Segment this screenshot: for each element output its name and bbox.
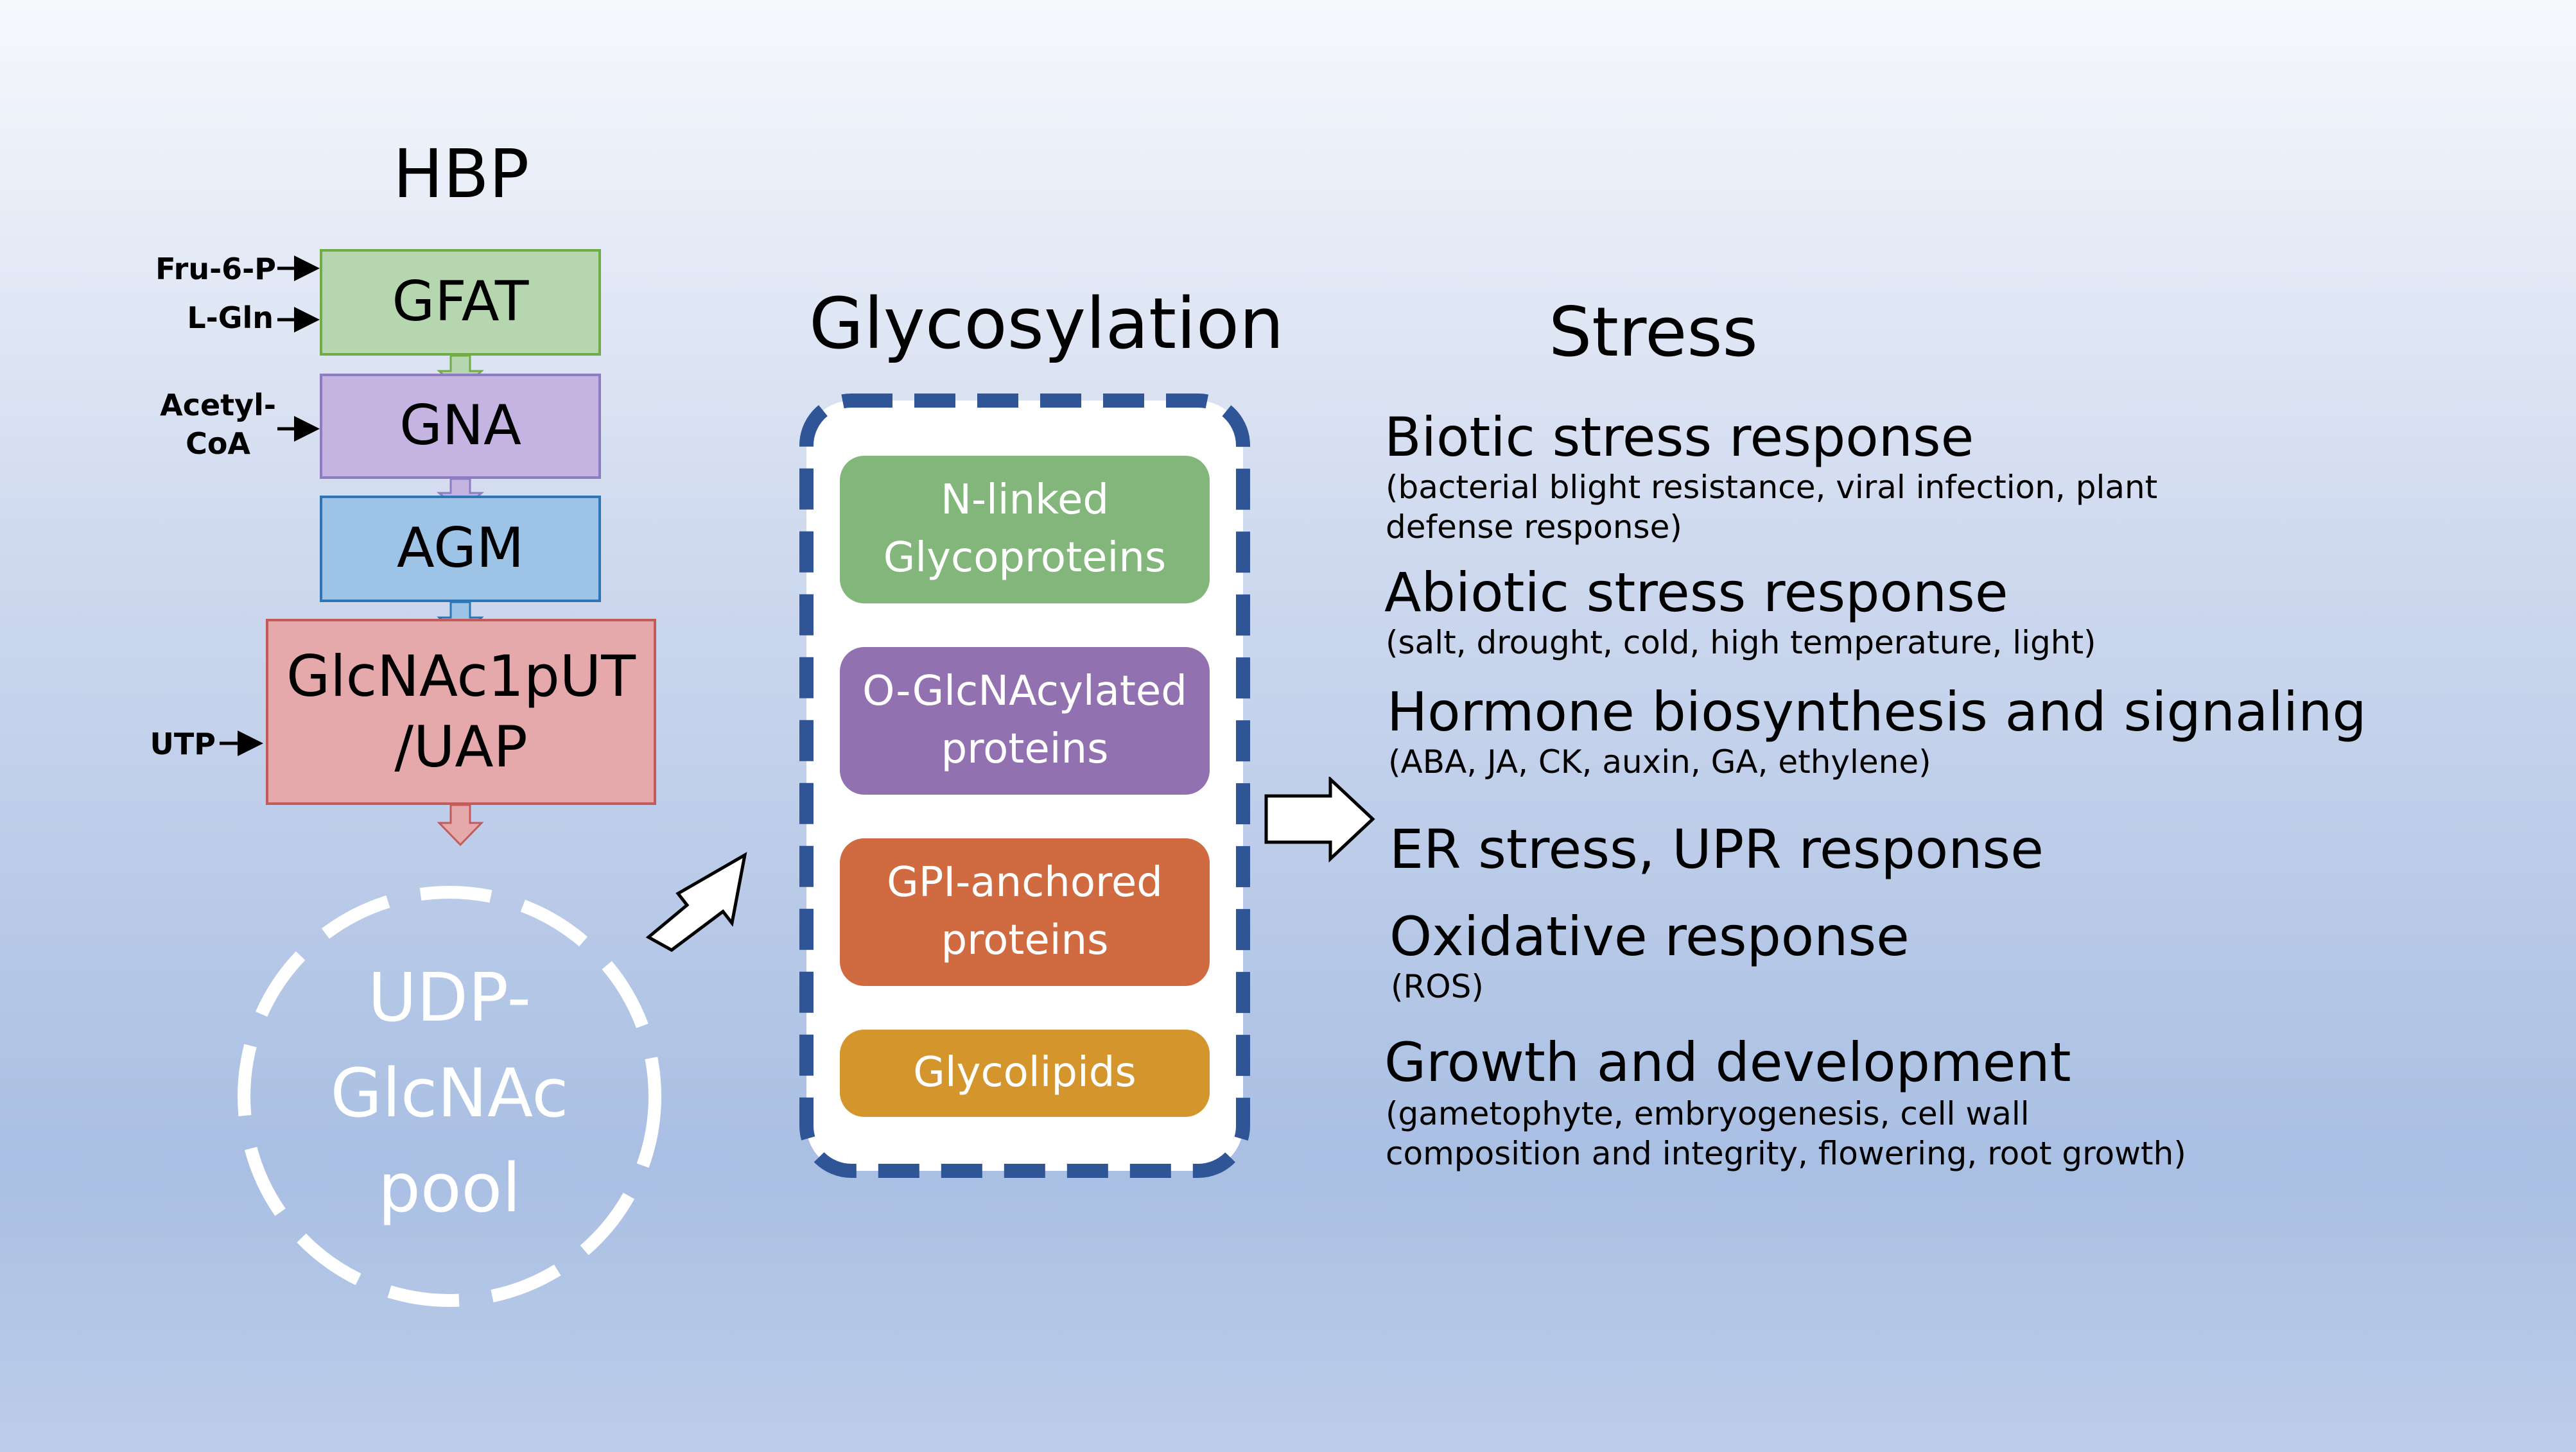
stress-growth-heading: Growth and development bbox=[1384, 1031, 2071, 1094]
glycosylation-title: Glycosylation bbox=[809, 282, 1284, 365]
pool-line3: pool bbox=[378, 1149, 521, 1228]
gna-label: GNA bbox=[399, 393, 521, 458]
stress-oxidative-detail-1: (ROS) bbox=[1391, 968, 1484, 1005]
agm-label: AGM bbox=[396, 516, 525, 581]
stress-hormone-detail-1: (ABA, JA, CK, auxin, GA, ethylene) bbox=[1388, 743, 1931, 781]
pool-line2: GlcNAc bbox=[330, 1053, 569, 1132]
input-label-fru6p: Fru-6-P bbox=[155, 252, 276, 286]
pill-gpi-line1: GPI-anchored bbox=[887, 859, 1163, 907]
gfat-box: GFAT bbox=[320, 249, 601, 356]
stress-hormone-heading: Hormone biosynthesis and signaling bbox=[1387, 680, 2367, 743]
pool-line1: UDP- bbox=[367, 958, 532, 1037]
pill-n-linked-line1: N-linked bbox=[941, 476, 1109, 524]
pill-glycolipids: Glycolipids bbox=[840, 1030, 1210, 1117]
stress-oxidative-heading: Oxidative response bbox=[1389, 905, 1910, 968]
uap-label-line2: /UAP bbox=[394, 714, 528, 780]
input-label-acetyl-coa: Acetyl- CoA bbox=[160, 386, 276, 463]
pill-glycolipids-label: Glycolipids bbox=[913, 1049, 1136, 1097]
pool-to-glycosylation-arrow bbox=[645, 852, 747, 952]
stress-abiotic-detail-1: (salt, drought, cold, high temperature, … bbox=[1386, 624, 2096, 661]
pill-gpi-anchored-proteins: GPI-anchored proteins bbox=[840, 838, 1210, 986]
stress-biotic-detail-2: defense response) bbox=[1386, 508, 1682, 546]
pill-o-glcnac-line2: proteins bbox=[941, 725, 1109, 773]
gfat-label: GFAT bbox=[392, 270, 529, 334]
input-label-acetyl: Acetyl- bbox=[160, 388, 276, 422]
stress-abiotic-heading: Abiotic stress response bbox=[1384, 561, 2008, 624]
stress-biotic-detail-1: (bacterial blight resistance, viral infe… bbox=[1386, 469, 2158, 506]
pill-n-linked-glycoproteins: N-linked Glycoproteins bbox=[840, 456, 1210, 603]
hbp-title: HBP bbox=[393, 135, 530, 213]
glycosylation-to-stress-arrow bbox=[1264, 777, 1375, 863]
stress-biotic-heading: Biotic stress response bbox=[1384, 406, 1974, 469]
agm-box: AGM bbox=[320, 496, 601, 602]
udp-glcnac-pool-label: UDP- GlcNAc pool bbox=[257, 950, 642, 1236]
stress-title: Stress bbox=[1549, 293, 1758, 372]
input-label-lgln: L-Gln bbox=[187, 300, 274, 335]
stress-growth-detail-2: composition and integrity, flowering, ro… bbox=[1386, 1135, 2186, 1172]
input-label-utp: UTP bbox=[150, 727, 216, 761]
stress-er-heading: ER stress, UPR response bbox=[1389, 818, 2044, 881]
input-label-coa: CoA bbox=[186, 426, 251, 461]
pill-n-linked-line2: Glycoproteins bbox=[883, 534, 1167, 582]
pill-o-glcnacylated-proteins: O-GlcNAcylated proteins bbox=[840, 647, 1210, 795]
udp-glcnac-pool-circle bbox=[238, 886, 661, 1307]
uap-label-line1: GlcNAc1pUT bbox=[286, 643, 636, 709]
stress-growth-detail-1: (gametophyte, embryogenesis, cell wall bbox=[1386, 1095, 2030, 1132]
pill-gpi-line2: proteins bbox=[941, 917, 1109, 964]
uap-box: GlcNAc1pUT /UAP bbox=[266, 619, 656, 805]
pill-o-glcnac-line1: O-GlcNAcylated bbox=[862, 668, 1187, 716]
uap-to-pool-arrow bbox=[437, 804, 484, 847]
gna-box: GNA bbox=[320, 374, 601, 479]
